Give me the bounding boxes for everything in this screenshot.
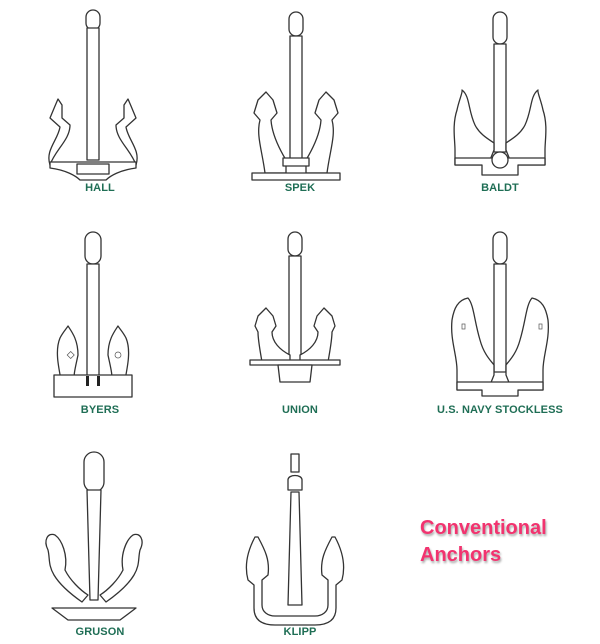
anchor-gruson: GRUSON <box>0 440 200 644</box>
anchor-klipp: KLIPP <box>200 440 400 644</box>
us-navy-stockless-anchor-icon <box>450 231 550 397</box>
anchor-us-navy-stockless: U.S. NAVY STOCKLESS <box>400 220 600 420</box>
anchor-baldt: BALDT <box>400 0 600 200</box>
baldt-anchor-icon <box>453 11 547 176</box>
anchor-label: KLIPP <box>283 626 317 638</box>
title-line-2: Anchors <box>420 544 502 566</box>
page-title: Conventional Anchors <box>420 515 547 569</box>
anchor-byers: BYERS <box>0 220 200 420</box>
anchor-union: UNION <box>200 220 400 420</box>
anchor-label: GRUSON <box>75 626 125 638</box>
union-anchor-icon <box>249 231 341 383</box>
anchor-label: SPEK <box>284 182 316 194</box>
spek-anchor-icon <box>251 11 341 181</box>
byers-anchor-icon <box>53 231 133 398</box>
hall-anchor-icon <box>48 9 138 181</box>
anchor-label: UNION <box>282 404 318 416</box>
klipp-anchor-icon <box>245 453 345 626</box>
anchor-label: BYERS <box>80 404 120 416</box>
anchor-hall: HALL <box>0 0 200 200</box>
anchor-spek: SPEK <box>200 0 400 200</box>
anchor-label: HALL <box>85 182 115 194</box>
anchor-label: BALDT <box>481 182 519 194</box>
title-line-1: Conventional <box>420 517 547 539</box>
gruson-anchor-icon <box>45 451 143 621</box>
anchor-label: U.S. NAVY STOCKLESS <box>437 404 563 416</box>
